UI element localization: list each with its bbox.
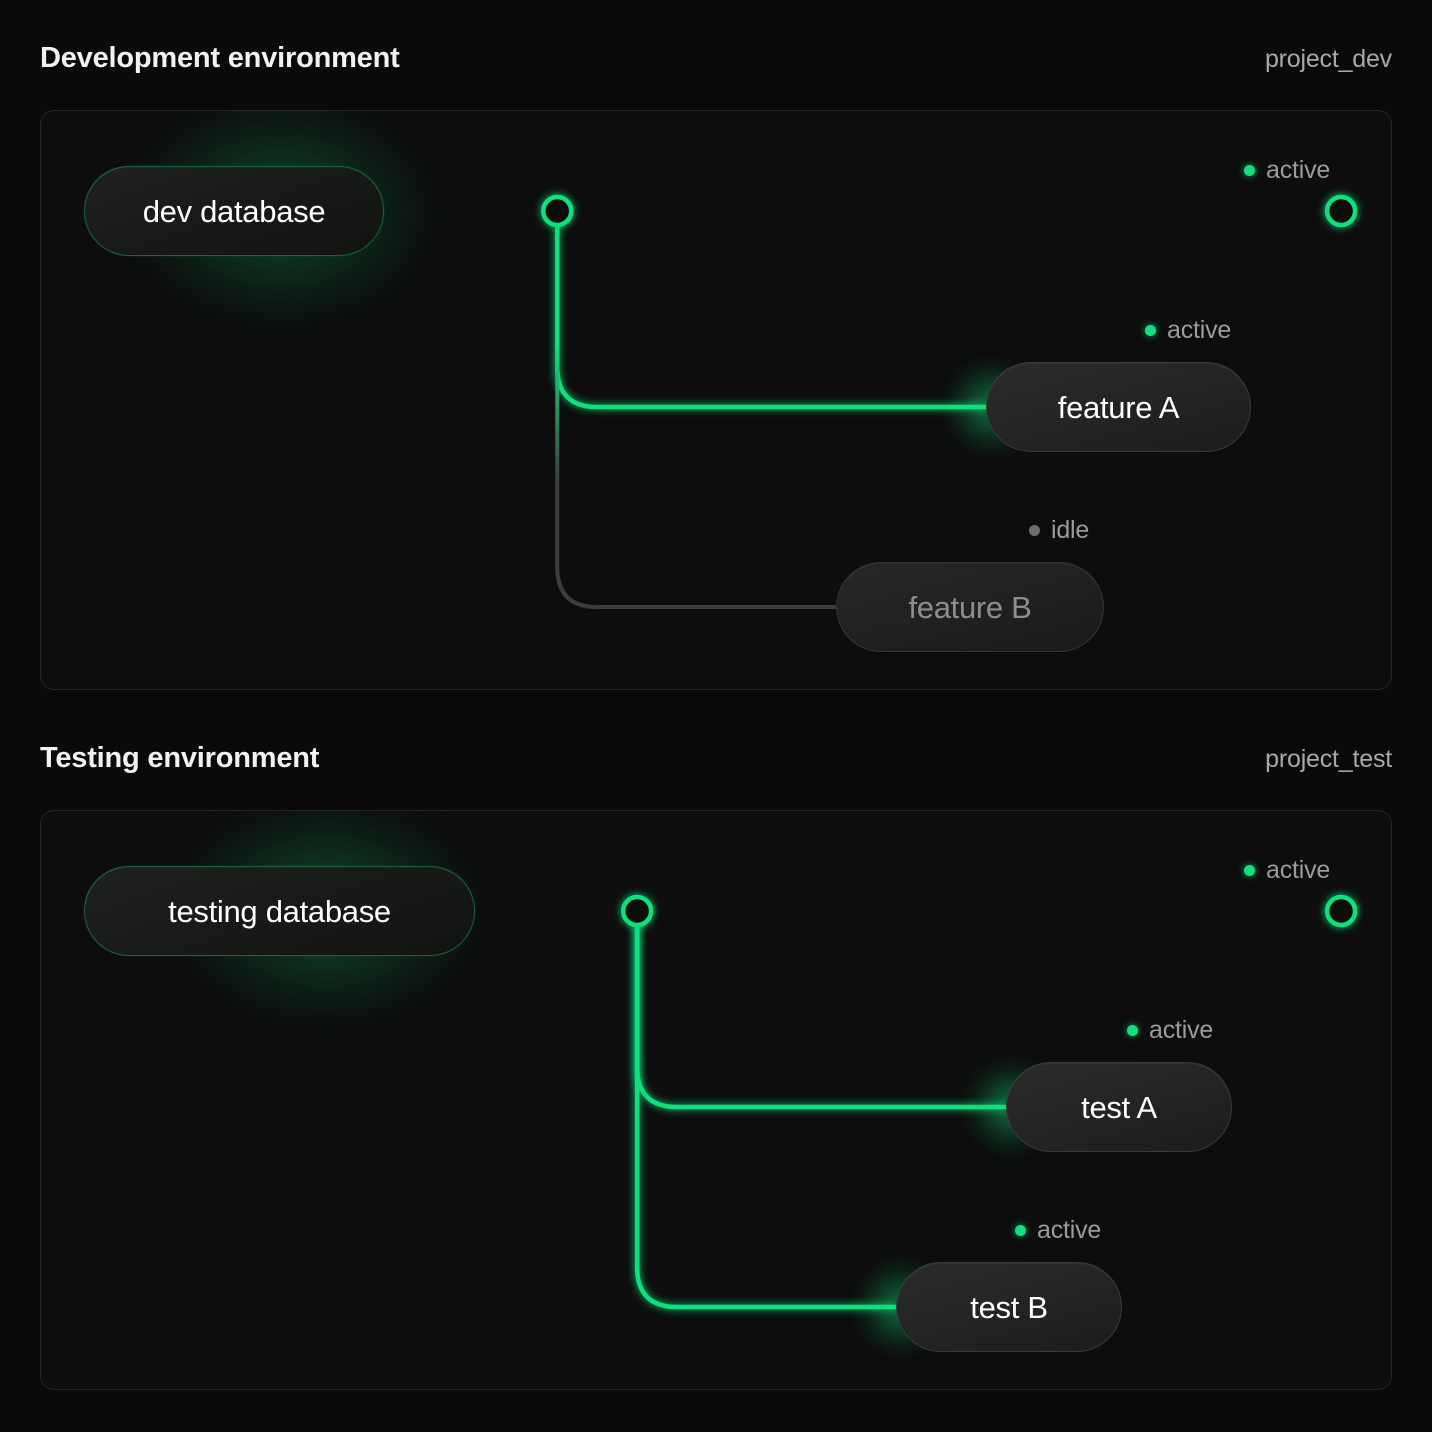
junction-node-testing[interactable]: [620, 894, 654, 928]
card-canvas-development: dev database active active feature A idl…: [41, 111, 1391, 689]
section-title: Testing environment: [40, 742, 320, 774]
status-feature-a: active: [1145, 316, 1231, 345]
status-label: active: [1149, 1016, 1214, 1044]
status-label: active: [1037, 1216, 1102, 1244]
connector-trunk-to-feature-a: [554, 208, 987, 410]
status-dev-trunk: active: [1244, 156, 1330, 185]
status-feature-b: idle: [1029, 516, 1089, 545]
node-label: dev database: [142, 193, 326, 229]
node-feature-a[interactable]: feature A: [986, 362, 1251, 452]
node-feature-b[interactable]: feature B: [836, 562, 1104, 652]
status-dot-icon: [1145, 325, 1156, 336]
status-label: idle: [1051, 516, 1090, 544]
connector-layer-development: [381, 194, 1358, 609]
card-canvas-testing: testing database active active test A ac…: [41, 811, 1391, 1389]
node-label: test B: [970, 1289, 1048, 1325]
junction-node-development[interactable]: [541, 194, 574, 228]
section-project-name: project_dev: [1264, 45, 1392, 73]
status-label: active: [1167, 316, 1232, 344]
status-testing-trunk: active: [1244, 856, 1330, 885]
status-label: active: [1266, 856, 1331, 884]
section-project-name: project_test: [1265, 745, 1392, 773]
section-header-testing: Testing environment project_test: [40, 742, 1392, 775]
status-dot-icon: [1127, 1025, 1138, 1036]
endpoint-node-testing[interactable]: [1324, 894, 1358, 928]
connector-layer-testing: [472, 894, 1358, 1310]
status-test-a: active: [1127, 1016, 1213, 1045]
endpoint-node-development[interactable]: [1324, 194, 1358, 228]
status-dot-icon: [1244, 865, 1255, 876]
connector-trunk-to-feature-b: [555, 209, 837, 609]
status-test-b: active: [1015, 1216, 1101, 1245]
node-dev-database[interactable]: dev database: [84, 166, 384, 256]
connector-trunk-to-test-b: [634, 908, 897, 1310]
status-label: active: [1266, 156, 1331, 184]
section-title: Development environment: [40, 42, 400, 74]
node-label: test A: [1081, 1089, 1157, 1125]
node-test-b[interactable]: test B: [896, 1262, 1122, 1352]
status-dot-icon: [1244, 165, 1255, 176]
node-test-a[interactable]: test A: [1006, 1062, 1232, 1152]
section-header-development: Development environment project_dev: [40, 42, 1392, 75]
status-dot-icon: [1029, 525, 1040, 536]
connector-trunk-to-test-a: [634, 908, 1007, 1110]
node-label: feature A: [1057, 389, 1180, 425]
environment-card-development: dev database active active feature A idl…: [40, 110, 1392, 690]
node-label: testing database: [168, 893, 391, 929]
environment-card-testing: testing database active active test A ac…: [40, 810, 1392, 1390]
status-dot-icon: [1015, 1225, 1026, 1236]
node-label: feature B: [908, 589, 1032, 625]
node-testing-database[interactable]: testing database: [84, 866, 475, 956]
